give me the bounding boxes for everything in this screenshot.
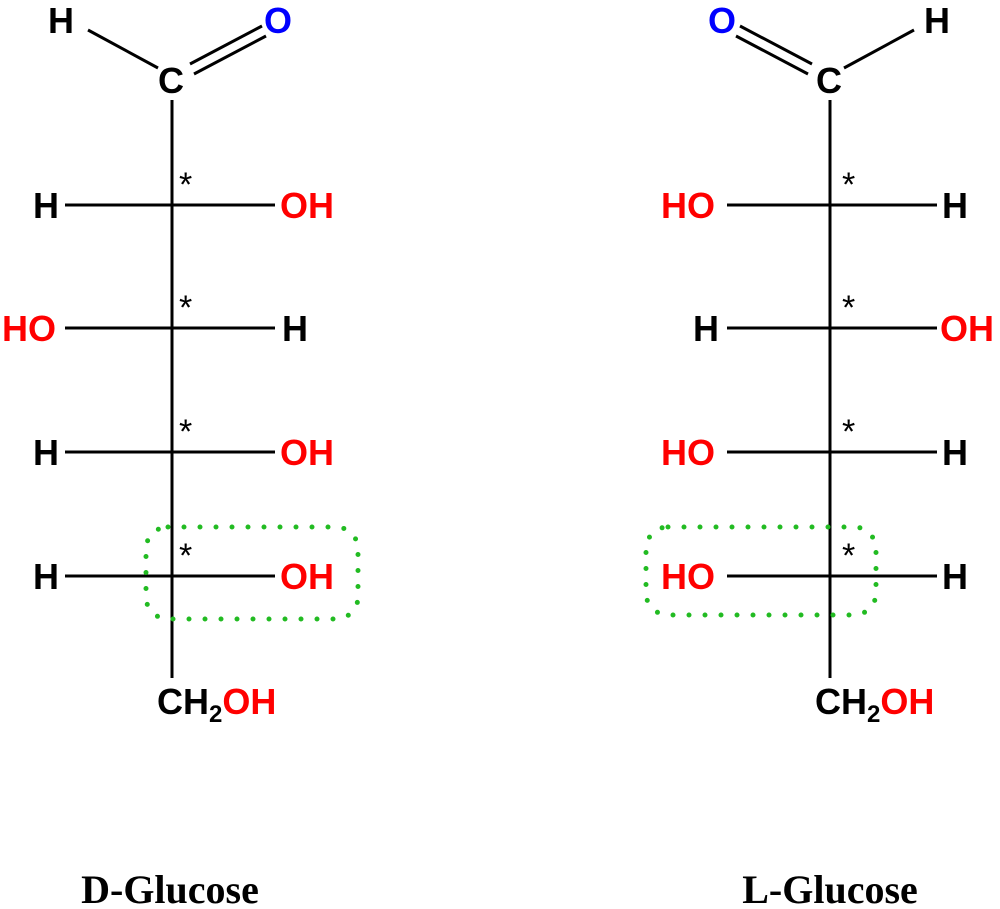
bond [739, 24, 813, 66]
row2-left: H [693, 308, 719, 349]
row4-right: OH [280, 556, 334, 597]
atom-h: H [924, 0, 950, 41]
l-glucose-label: L-Glucose [742, 867, 918, 909]
row3-left: H [33, 432, 59, 473]
row2-right: OH [940, 308, 994, 349]
chiral-marker: * [179, 537, 192, 575]
bond [735, 34, 809, 76]
atom-c: C [816, 60, 842, 101]
atom-h: H [48, 0, 74, 41]
row3-right: H [942, 432, 968, 473]
bond [87, 28, 159, 70]
chiral-marker: * [842, 413, 855, 451]
row4-left: HO [661, 556, 715, 597]
ch2oh-group: CH2OH [157, 681, 276, 728]
d-glucose-label: D-Glucose [81, 867, 259, 909]
row3-left: HO [661, 432, 715, 473]
row3-right: OH [280, 432, 334, 473]
chiral-marker: * [842, 289, 855, 327]
ch2oh-group: CH2OH [815, 681, 934, 728]
highlight-box [143, 524, 361, 622]
d-glucose-structure: H O C H OH * HO H * H OH * H OH * CH2OH … [2, 0, 361, 909]
row4-right: H [942, 556, 968, 597]
row2-left: HO [2, 308, 56, 349]
l-glucose-structure: O H C HO H * H OH * HO H * HO H * CH2OH … [643, 0, 994, 909]
bond [189, 24, 263, 66]
chiral-marker: * [842, 166, 855, 204]
chiral-marker: * [179, 166, 192, 204]
atom-o: O [264, 0, 292, 41]
row2-right: H [282, 308, 308, 349]
row4-left: H [33, 556, 59, 597]
row1-right: OH [280, 185, 334, 226]
atom-c: C [158, 60, 184, 101]
chiral-marker: * [179, 413, 192, 451]
bond [843, 28, 915, 70]
chiral-marker: * [179, 289, 192, 327]
highlight-box [643, 524, 879, 618]
row1-right: H [942, 185, 968, 226]
row1-left: H [33, 185, 59, 226]
bond [193, 34, 267, 76]
row1-left: HO [661, 185, 715, 226]
atom-o: O [708, 0, 736, 41]
chiral-marker: * [842, 537, 855, 575]
